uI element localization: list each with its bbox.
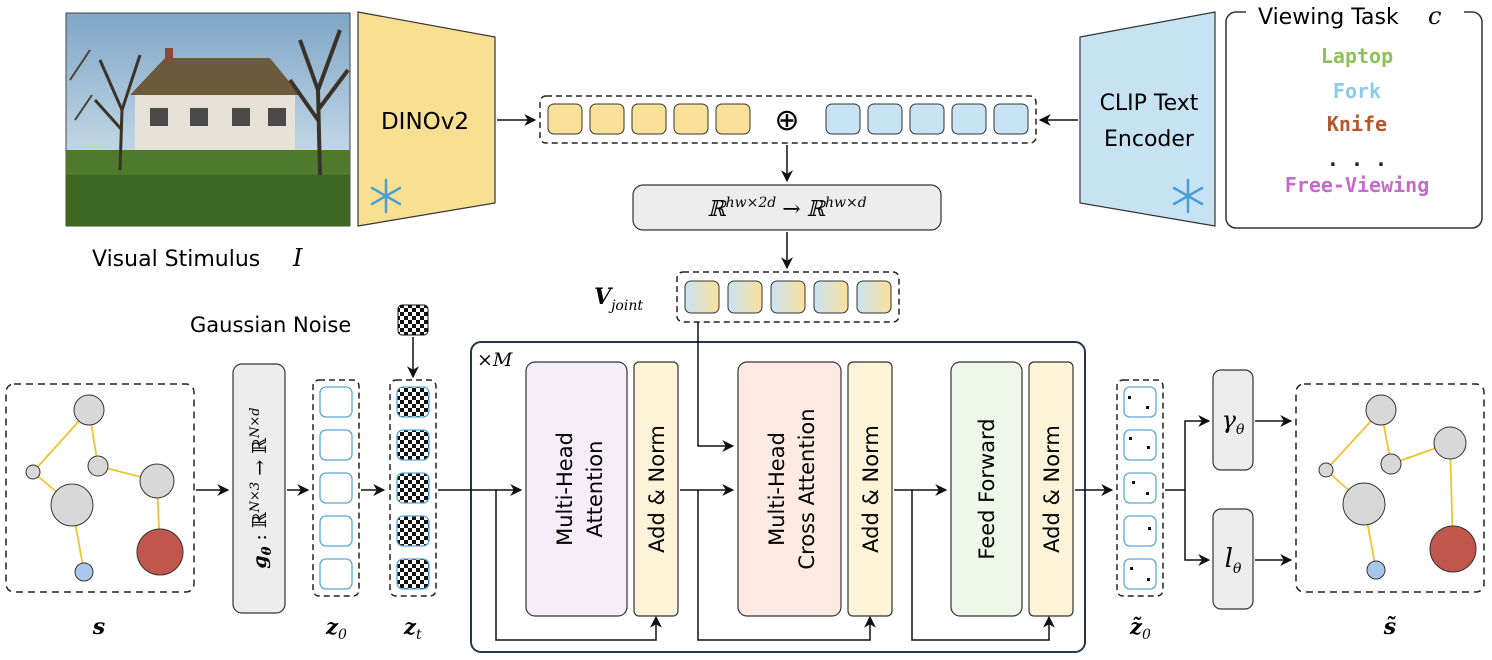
z0-tilde-token-box [1116, 379, 1164, 597]
noise-icon [397, 304, 429, 336]
mha-label-line1: Multi-Head [553, 432, 577, 546]
arrow-to-l-head [1184, 490, 1211, 566]
s-label: s [92, 614, 105, 640]
snowflake-icon [1172, 178, 1204, 214]
add-norm-2-label: Add & Norm [859, 425, 883, 553]
add-norm-3 [1028, 361, 1074, 617]
ff-label: Feed Forward [975, 418, 999, 559]
input-scanpath-graph [25, 394, 184, 582]
clip-label-line2: Encoder [1104, 127, 1195, 152]
add-norm-1-label: Add & Norm [645, 425, 669, 553]
task-item: Fork [1333, 79, 1381, 103]
residual-ff [911, 490, 1055, 641]
z0-token-box [312, 379, 360, 597]
l-head [1212, 508, 1254, 610]
repeat-label: ×M [477, 349, 513, 371]
z0-label: z0 [325, 614, 347, 643]
mlp-label: gθ : ℝN×3 → ℝN×d [248, 407, 275, 568]
dinov2-label: DINOv2 [381, 109, 469, 135]
clip-label-line1: CLIP Text [1100, 91, 1199, 116]
snowflake-icon [370, 178, 402, 214]
input-graph-box [5, 383, 195, 593]
viewing-task-symbol: c [1428, 2, 1441, 30]
transformer-block [470, 341, 1086, 653]
mhca-label-line1: Multi-Head [765, 432, 789, 546]
visual-stimulus-image [65, 12, 351, 227]
task-item: Free-Viewing [1285, 173, 1430, 197]
viewing-task-title: Viewing Task [1258, 5, 1399, 30]
concat-token-box [539, 95, 1037, 144]
task-item: . . . [1327, 147, 1387, 171]
mhca-label-line2: Cross Attention [795, 408, 819, 569]
zt-token-box [389, 379, 437, 597]
vjoint-symbol: Vjoint [594, 284, 643, 314]
concat-symbol: ⊕ [774, 103, 799, 138]
z0-tilde-label: z̃0 [1129, 614, 1151, 643]
feed-forward [950, 361, 1023, 617]
stimulus-symbol: I [292, 244, 303, 272]
gaussian-noise-label: Gaussian Noise [190, 313, 351, 337]
zt-tokens [396, 386, 430, 590]
multi-head-attention [525, 361, 628, 617]
s-tilde-label: s̃ [1383, 614, 1396, 640]
dinov2-encoder [357, 11, 496, 227]
task-item: Knife [1327, 112, 1387, 136]
text-tokens [825, 103, 1029, 135]
add-norm-2 [847, 361, 893, 617]
zt-label: zt [403, 614, 422, 643]
mha-label-line2: Attention [583, 441, 607, 538]
gamma-head-label: γθ [1222, 406, 1245, 438]
clip-text-encoder [1079, 11, 1216, 227]
image-tokens [547, 103, 751, 135]
z0-tilde-tokens [1123, 386, 1157, 590]
multi-head-cross-attention [737, 361, 842, 617]
vjoint-token-box [676, 271, 900, 323]
projection-label: ℝhw×2d→ℝhw×d [707, 195, 866, 222]
add-norm-1 [633, 361, 679, 617]
vjoint-tokens [684, 280, 892, 314]
residual-mha [495, 490, 662, 641]
add-norm-3-label: Add & Norm [1040, 425, 1064, 553]
output-graph-box [1295, 383, 1485, 593]
embedding-mlp [232, 363, 286, 614]
residual-mhca [697, 490, 876, 641]
task-item: Laptop [1321, 44, 1393, 68]
stimulus-caption: Visual Stimulus [92, 247, 260, 272]
arrow-vjoint-to-mhca [697, 322, 735, 452]
output-scanpath-graph [1318, 394, 1477, 580]
gamma-head [1212, 369, 1254, 471]
projection-layer [632, 184, 942, 231]
arrow-to-gamma-head [1165, 415, 1211, 491]
l-head-label: lθ [1225, 544, 1242, 577]
z0-tokens [319, 386, 353, 590]
